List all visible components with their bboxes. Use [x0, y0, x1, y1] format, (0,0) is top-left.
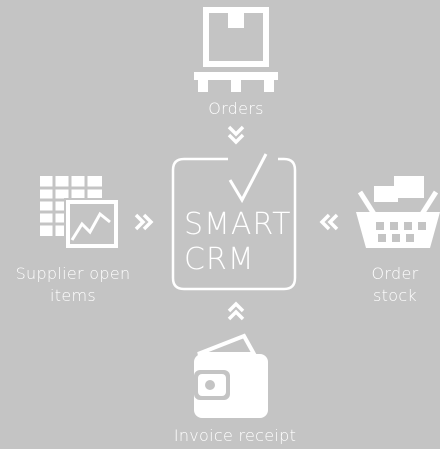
chevron-left-icon — [319, 213, 339, 231]
order-stock-label-line2: stock — [373, 286, 417, 305]
chevron-down-icon — [227, 125, 245, 145]
pallet-box-icon — [194, 7, 278, 92]
shopping-basket-icon — [356, 176, 440, 248]
orders-label: Orders — [208, 99, 264, 118]
chevron-up-icon — [227, 301, 245, 321]
supplier-label-line2: items — [50, 286, 96, 305]
order-stock-label-line1: Order — [371, 264, 419, 283]
chevron-right-icon — [134, 213, 154, 231]
center-title-crm: CRM — [184, 242, 255, 277]
supplier-label-line1: Supplier open — [15, 264, 131, 283]
center-title-smart: SMART — [184, 207, 292, 242]
spreadsheet-chart-icon — [40, 176, 118, 248]
orders-node — [190, 6, 282, 96]
wallet-icon — [194, 333, 268, 418]
smart-crm-box — [171, 157, 297, 291]
checkmark-icon — [228, 153, 268, 204]
invoice-label: Invoice receipt — [173, 426, 297, 445]
